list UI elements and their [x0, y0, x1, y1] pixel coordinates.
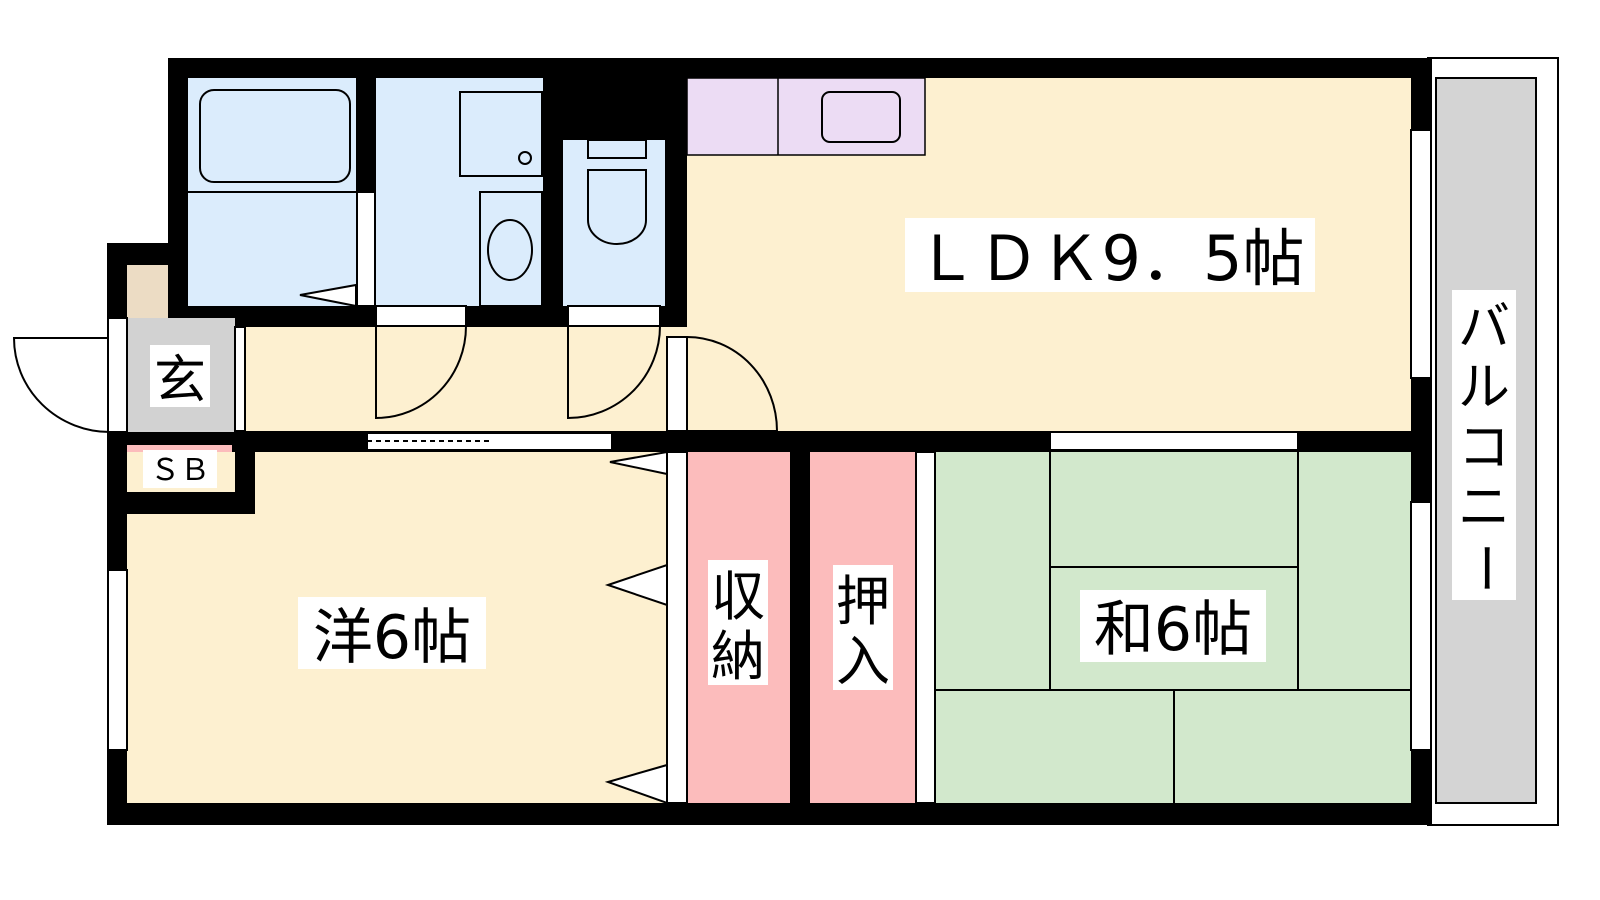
ldk-label: ＬＤＫ9．5帖 — [916, 222, 1305, 295]
shoe-box-label: ＳＢ — [150, 453, 210, 488]
balcony-label-3: コ — [1458, 418, 1510, 478]
bathtub — [199, 89, 351, 183]
japanese-room-label: 和6帖 — [1094, 595, 1252, 665]
storage-label-2: 納 — [711, 625, 765, 688]
washing-machine-space — [459, 91, 543, 177]
entry-step — [127, 265, 168, 318]
hallway — [245, 327, 687, 431]
balcony — [1427, 57, 1559, 826]
toilet — [563, 140, 665, 306]
room-labels: ＬＤＫ9．5帖 玄 ＳＢ 洋6帖 収 納 押 入 和6帖 バ ル コ ニ ー — [143, 218, 1516, 693]
openings — [12, 129, 1432, 805]
genkan-label: 玄 — [154, 351, 206, 411]
vanity — [479, 191, 543, 307]
western-room-label: 洋6帖 — [313, 603, 471, 673]
sink — [821, 91, 901, 143]
oshiire-label-2: 入 — [836, 630, 890, 693]
storage-label-1: 収 — [711, 565, 765, 628]
balcony-label-1: バ — [1458, 298, 1510, 358]
balcony-label-4: ニ — [1458, 478, 1510, 538]
balcony-label-2: ル — [1458, 358, 1510, 418]
oshiire-label-1: 押 — [836, 570, 890, 633]
fixtures — [188, 89, 1411, 803]
toilet-bowl — [587, 169, 647, 245]
balcony-label-5: ー — [1454, 542, 1514, 594]
